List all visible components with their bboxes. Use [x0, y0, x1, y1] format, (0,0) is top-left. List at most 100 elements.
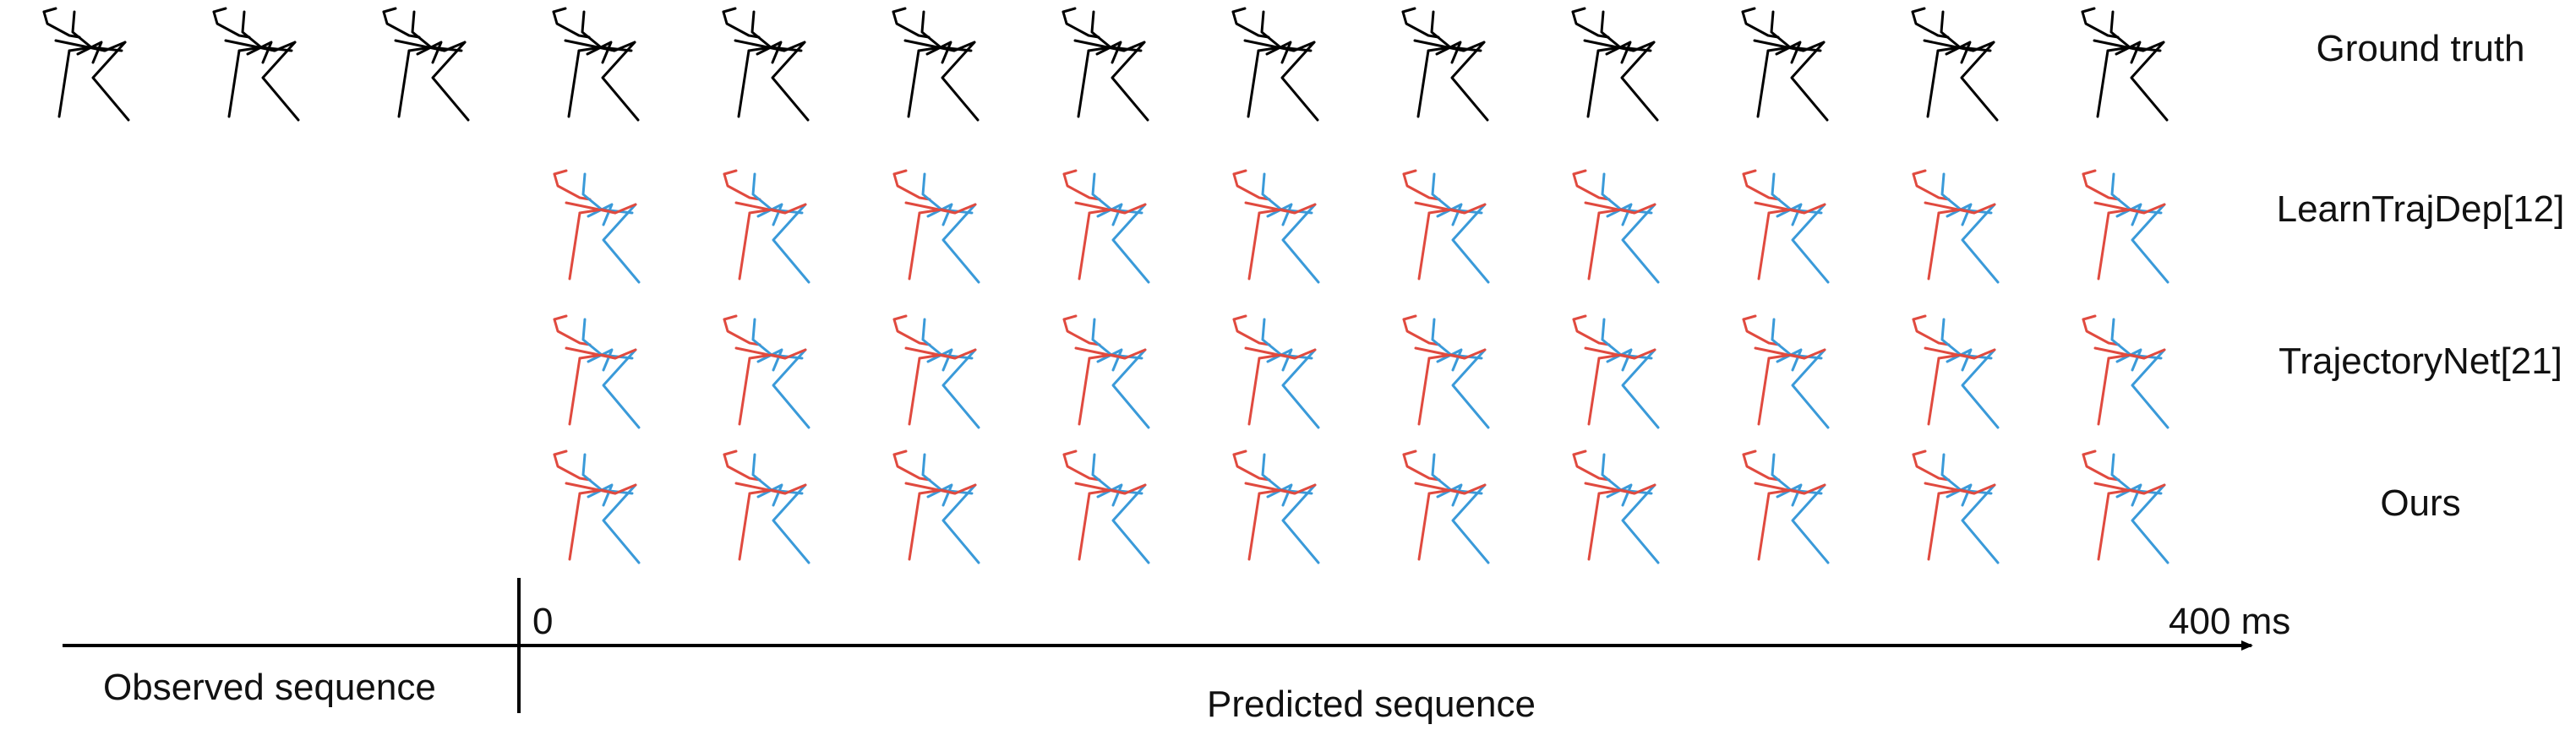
- pose-limb: [1062, 7, 1077, 14]
- pose-limb: [68, 41, 127, 52]
- pose-grid: [42, 7, 2169, 564]
- pose-limb: [1281, 348, 1320, 429]
- predicted-pose: [723, 449, 810, 564]
- pose-limb: [1912, 453, 1951, 482]
- pose-limb: [57, 49, 71, 118]
- pose-limb: [1451, 483, 1490, 564]
- pose-limb: [925, 41, 952, 64]
- pose-limb: [1597, 203, 1656, 215]
- pose-limb: [2107, 483, 2166, 495]
- pose-limb: [1587, 211, 1601, 281]
- pose-limb: [1961, 348, 2000, 429]
- predicted-pose: [723, 169, 810, 284]
- pose-limb: [1776, 483, 1803, 507]
- pose-limb: [892, 318, 931, 346]
- pose-limb: [1572, 172, 1611, 201]
- pose-limb: [1077, 49, 1090, 118]
- pose-limb: [553, 453, 592, 482]
- pose-limb: [2107, 348, 2166, 360]
- pose-limb: [756, 41, 783, 64]
- pose-limb: [1775, 41, 1802, 64]
- predicted-pose: [553, 314, 641, 429]
- pose-limb: [1280, 41, 1319, 122]
- pose-limb: [908, 492, 921, 561]
- pose-limb: [1088, 483, 1147, 495]
- pose-limb: [1621, 203, 1660, 284]
- pose-limb: [1946, 483, 1973, 507]
- pose-limb: [261, 41, 300, 122]
- ground-truth-pose: [552, 7, 640, 122]
- pose-limb: [212, 7, 227, 14]
- pose-limb: [1587, 357, 1601, 426]
- pose-limb: [602, 348, 641, 429]
- predicted-pose: [1572, 169, 1660, 284]
- pose-limb: [1927, 492, 1940, 561]
- pose-limb: [2131, 203, 2169, 284]
- pose-limb: [1062, 169, 1078, 176]
- pose-limb: [1912, 449, 1927, 456]
- pose-limb: [1767, 348, 1826, 360]
- pose-limb: [1078, 357, 1091, 426]
- ground-truth-pose: [1571, 7, 1659, 122]
- pose-limb: [1757, 492, 1771, 561]
- pose-limb: [1766, 41, 1826, 52]
- pose-limb: [416, 41, 443, 64]
- pose-limb: [1232, 172, 1271, 201]
- predicted-pose: [892, 169, 980, 284]
- pose-limb: [578, 203, 637, 215]
- pose-limb: [748, 348, 807, 360]
- pose-limb: [1606, 203, 1633, 226]
- pose-limb: [586, 41, 613, 64]
- row-label-learntrajdep: LearnTrajDep[12]: [2276, 188, 2565, 230]
- pose-limb: [1281, 203, 1320, 284]
- predicted-pose: [553, 169, 641, 284]
- pose-limb: [1741, 7, 1756, 14]
- pose-limb: [1791, 483, 1830, 564]
- pose-limb: [1587, 492, 1601, 561]
- pose-limb: [918, 348, 977, 360]
- observed-sequence-label: Observed sequence: [103, 667, 436, 708]
- pose-limb: [397, 49, 411, 118]
- predicted-pose: [1912, 449, 2000, 564]
- pose-limb: [553, 449, 568, 456]
- row-label-ground-truth: Ground truth: [2316, 28, 2525, 69]
- pose-limb: [1620, 41, 1659, 122]
- pose-limb: [1742, 449, 1757, 456]
- pose-limb: [553, 318, 592, 346]
- predicted-pose: [1742, 449, 1830, 564]
- pose-limb: [1937, 203, 1996, 215]
- pose-limb: [1912, 314, 1927, 321]
- pose-limb: [1231, 7, 1247, 14]
- pose-limb: [1247, 492, 1261, 561]
- pose-limb: [1078, 211, 1091, 281]
- pose-limb: [1742, 314, 1757, 321]
- pose-limb: [1436, 203, 1463, 226]
- pose-limb: [382, 10, 421, 39]
- pose-limb: [553, 172, 592, 201]
- pose-limb: [1062, 449, 1078, 456]
- pose-limb: [1776, 348, 1803, 372]
- pose-limb: [1757, 357, 1771, 426]
- pose-limb: [1062, 314, 1078, 321]
- pose-limb: [1062, 10, 1100, 39]
- pose-limb: [1111, 483, 1150, 564]
- pose-limb: [587, 203, 614, 226]
- predicted-pose: [1232, 449, 1320, 564]
- pose-limb: [737, 49, 750, 118]
- pose-limb: [2115, 348, 2142, 372]
- pose-limb: [1232, 314, 1247, 321]
- predicted-pose: [1062, 169, 1150, 284]
- pose-limb: [738, 492, 751, 561]
- pose-limb: [1791, 203, 1830, 284]
- pose-limb: [2097, 492, 2110, 561]
- pose-limb: [552, 7, 567, 14]
- pose-limb: [1572, 314, 1587, 321]
- pose-limb: [2131, 483, 2169, 564]
- pose-limb: [1911, 7, 1926, 14]
- pose-limb: [1078, 492, 1091, 561]
- pose-limb: [1436, 348, 1463, 372]
- pose-limb: [1111, 348, 1150, 429]
- pose-limb: [1606, 348, 1633, 372]
- pose-limb: [1401, 7, 1416, 14]
- pose-limb: [1756, 49, 1770, 118]
